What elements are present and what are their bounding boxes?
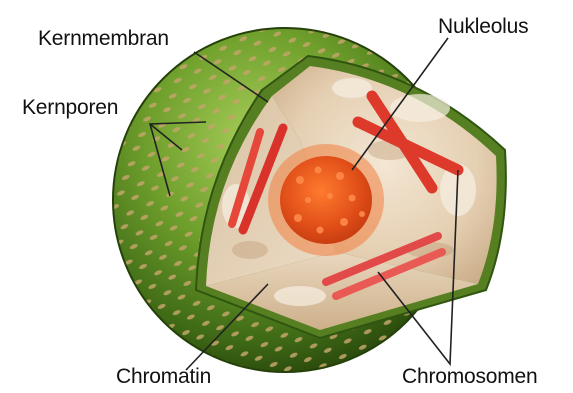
label-nukleolus: Nukleolus — [438, 16, 528, 37]
label-kernporen: Kernporen — [22, 97, 118, 118]
nucleolus — [268, 144, 384, 256]
label-chromosomen: Chromosomen — [402, 366, 538, 387]
label-chromatin: Chromatin — [116, 366, 211, 387]
label-kernmembran: Kernmembran — [38, 28, 169, 49]
